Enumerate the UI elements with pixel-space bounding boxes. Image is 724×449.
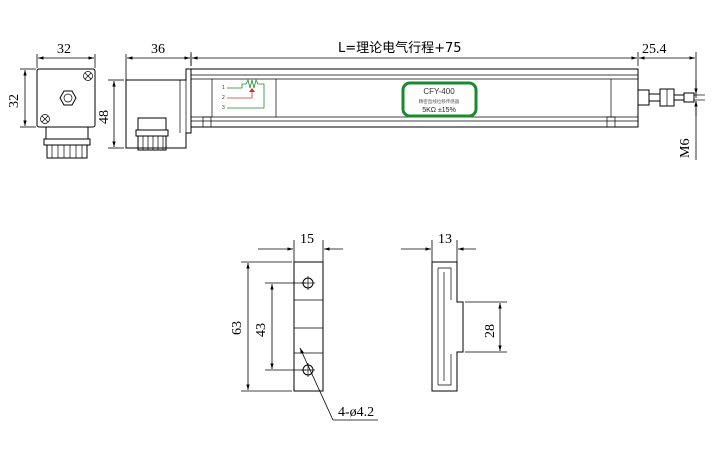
dim-head-width: 36 [151,42,165,57]
product-label: CFY-400 精密直线位移传感器 5KΩ ±15% [401,81,478,118]
dim-thread: M6 [678,139,693,158]
screw-icon [40,114,50,124]
screw-icon [83,71,93,81]
dim-bracket-side-width: 13 [438,232,452,247]
connector-end-view: 32 32 [7,42,96,159]
bracket-profile [431,261,464,392]
dim-connector-width: 32 [57,42,71,57]
dim-holes: 4-ø4.2 [338,405,374,420]
dim-stroke-length: L=理论电气行程+75 [338,40,462,56]
bracket-front-view: 15 63 43 4-ø4.2 [230,232,378,421]
dim-bracket-step: 28 [483,324,498,338]
head-cable-gland [135,117,169,151]
dim-connector-height: 32 [7,94,22,108]
svg-text:3: 3 [222,105,225,111]
bracket-side-view: 13 28 [401,232,507,392]
label-border [401,81,478,118]
dim-rod-extension: 25.4 [642,42,667,57]
label-subtitle: 精密直线位移传感器 [419,98,460,105]
svg-text:2: 2 [222,95,225,101]
bracket-plate [293,261,324,392]
dim-hole-spacing: 43 [254,323,269,337]
sensor-side-view: 36 48 L=理论电气行程+75 25.4 [97,40,705,160]
cable-gland [43,126,91,159]
hex-nut-icon [59,90,77,106]
dim-body-height: 48 [97,110,112,124]
svg-text:1: 1 [222,85,225,91]
label-model: CFY-400 [423,87,455,96]
potentiometer-symbol-icon: 1 2 3 [222,78,265,111]
mounting-hole-icon [301,276,315,290]
dim-bracket-front-width: 15 [300,232,314,247]
label-resistance: 5KΩ ±15% [422,107,456,114]
dim-bracket-height: 63 [230,321,245,335]
push-rod [637,88,705,107]
